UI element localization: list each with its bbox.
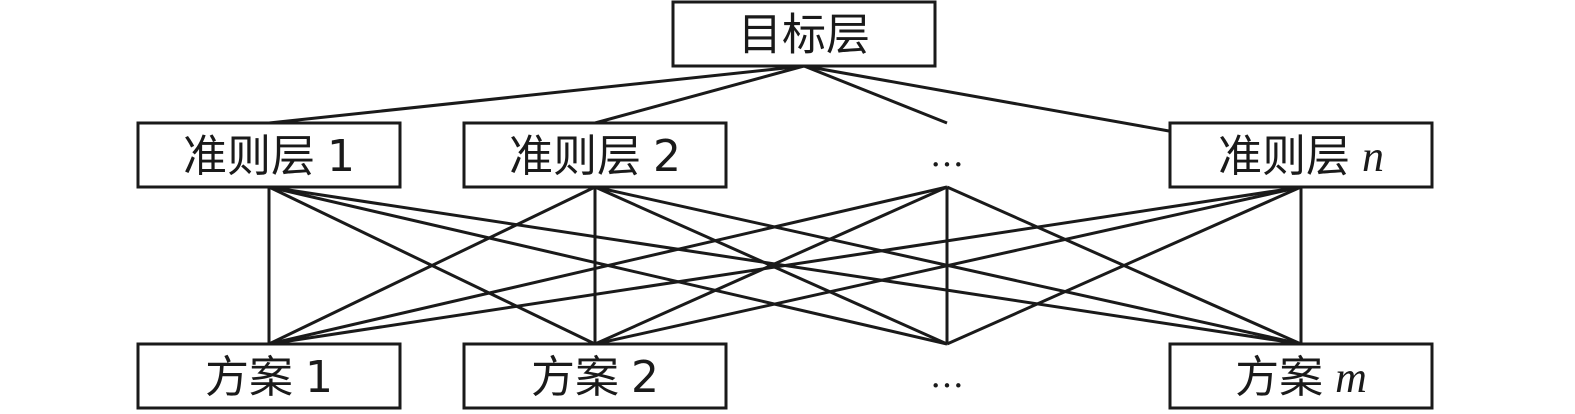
criteria-label-1-index: 1 [327,131,355,182]
alternative-ellipsis: … [930,356,964,396]
criteria-label-2-text: 准则层 [509,131,641,182]
criteria-ellipsis: … [930,135,964,175]
goal-criteria-edge-3 [803,64,948,125]
alternative-box-m [1168,342,1434,410]
criteria-4-alternative-1-edge [268,185,1302,346]
criteria-2-alternative-1-edge [268,185,596,346]
criteria-label-2-index: 2 [653,131,681,182]
connector-lines [267,64,1303,346]
criteria-label-1-text: 准则层 [183,131,315,182]
criteria-box-1 [136,121,402,189]
alternative-label-1-text: 方案 [205,352,293,403]
alternative-label-m-index: m [1335,353,1367,402]
criteria-label-n-text: 准则层 [1218,131,1350,182]
criteria-box-2 [462,121,728,189]
criteria-4-alternative-3-edge [946,185,1302,346]
goal-node: 目标层 [671,0,937,68]
alternative-label-2-index: 2 [631,352,659,403]
alternative-label-1-index: 1 [305,352,333,403]
alternative-label-m-text: 方案 [1235,352,1323,403]
goal-box [671,0,937,68]
alternative-box-2 [462,342,728,410]
goal-label: 目标层 [738,10,870,61]
alternative-label-2-text: 方案 [531,352,619,403]
criteria-3-alternative-1-edge [268,185,948,346]
criteria-3-alternative-2-edge [594,185,948,346]
criteria-4-alternative-2-edge [594,185,1302,346]
criteria-label-n-index: n [1362,132,1384,181]
criteria-box-n [1168,121,1434,189]
goal-criteria-edge-1 [268,64,805,125]
goal-criteria-edge-4 [803,64,1170,133]
goal-criteria-edge-2 [594,64,805,125]
alternative-box-1 [136,342,402,410]
